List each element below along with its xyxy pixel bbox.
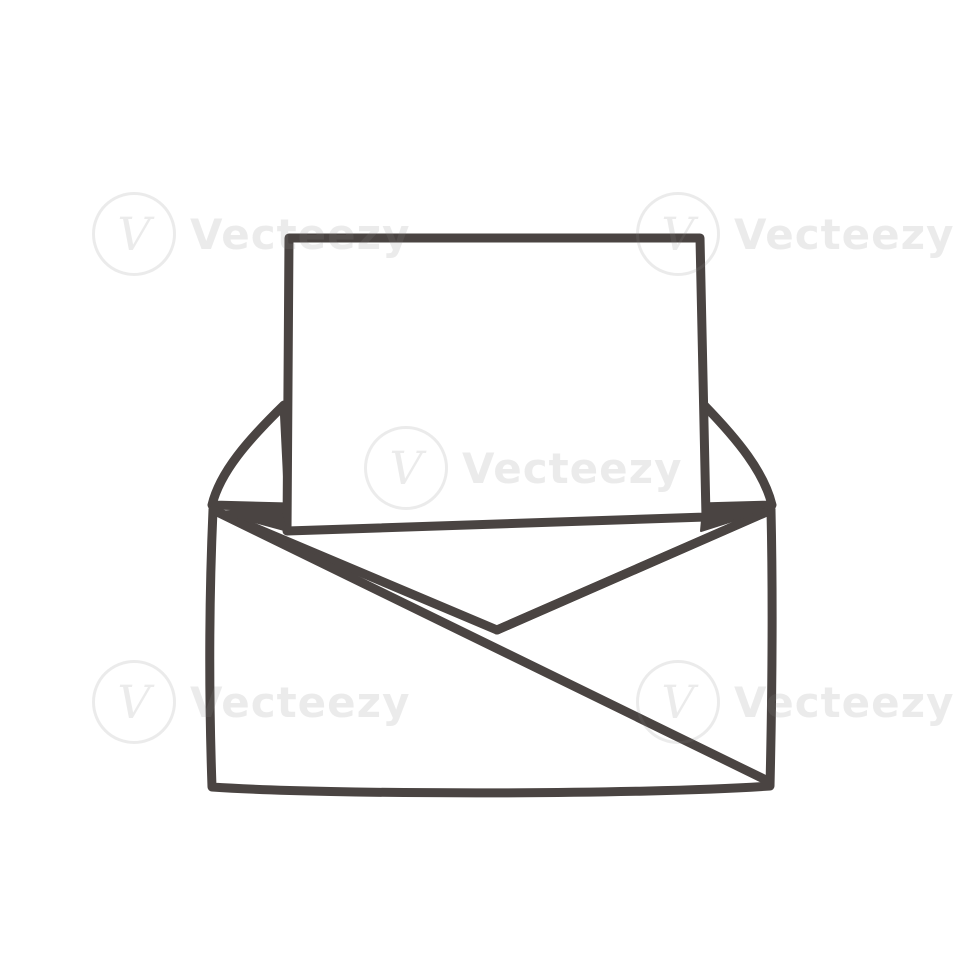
right-flap-shadow bbox=[700, 508, 768, 532]
letter-paper bbox=[282, 233, 711, 536]
left-flap-shadow bbox=[216, 506, 289, 532]
envelope-back-right-flap bbox=[695, 400, 777, 512]
envelope-right-fold-line bbox=[492, 505, 776, 635]
envelope-back-left-flap bbox=[207, 400, 294, 512]
envelope-left-fold-line bbox=[208, 505, 773, 786]
